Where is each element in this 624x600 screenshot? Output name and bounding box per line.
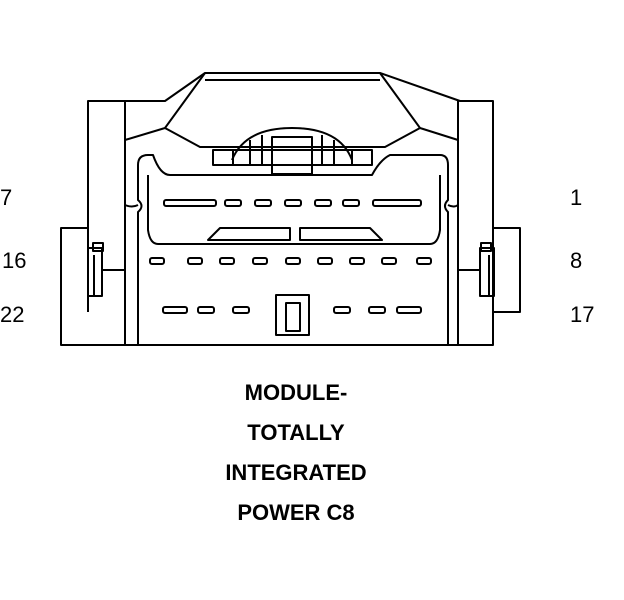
terminal-row2-pin15	[187, 257, 203, 265]
caption-line-3: INTEGRATED	[225, 460, 367, 485]
terminal-row1-pin6	[224, 199, 242, 207]
keying-ramp-left	[207, 227, 291, 241]
terminal-row3-pin21	[197, 306, 215, 314]
terminal-row1-pin3	[314, 199, 332, 207]
terminal-row3-pin19	[333, 306, 351, 314]
pin-label-left-mid: 16	[2, 248, 27, 273]
caption-line-1: MODULE-	[244, 380, 348, 405]
right-clip	[479, 247, 495, 297]
pin-label-right-top: 1	[570, 185, 583, 210]
pin-label-left-top: 7	[0, 185, 13, 210]
terminal-row3-pin18	[368, 306, 386, 314]
terminal-row3-pin22	[162, 306, 188, 314]
keying-ramp-right	[299, 227, 383, 241]
caption-line-4: POWER C8	[237, 500, 355, 525]
center-lock-outer	[275, 294, 310, 336]
face-right-notch	[447, 204, 459, 208]
latch-tab-left	[212, 149, 234, 166]
terminal-row1-pin2	[342, 199, 360, 207]
terminal-row1-pin1	[372, 199, 422, 207]
terminal-row2-pin12	[285, 257, 301, 265]
left-clip-tab	[92, 242, 104, 252]
terminal-row2-pin11	[317, 257, 333, 265]
hood-inner-line	[164, 127, 421, 148]
caption-line-2: TOTALLY	[247, 420, 345, 445]
latch-arch	[231, 127, 353, 161]
right-clip-tab	[480, 242, 492, 252]
left-clip	[87, 247, 103, 297]
terminal-row2-pin8	[416, 257, 432, 265]
pin-label-right-bottom: 17	[570, 302, 595, 327]
latch-tab-right	[351, 149, 373, 166]
face-upper-shoulder	[147, 175, 441, 245]
latch-slot	[271, 136, 313, 175]
terminal-row3-pin20	[232, 306, 250, 314]
terminal-row2-pin14	[219, 257, 235, 265]
terminal-row2-pin9	[381, 257, 397, 265]
center-lock-inner	[285, 302, 301, 332]
pin-label-left-bottom: 22	[0, 302, 25, 327]
terminal-row2-pin13	[252, 257, 268, 265]
face-left-notch	[124, 204, 139, 208]
pin-label-right-mid: 8	[570, 248, 583, 273]
connector-hood	[124, 72, 459, 141]
terminal-row1-pin5	[254, 199, 272, 207]
terminal-row3-pin17	[396, 306, 422, 314]
terminal-row2-pin10	[349, 257, 365, 265]
terminal-row1-pin4	[284, 199, 302, 207]
terminal-row1-pin7	[163, 199, 217, 207]
connector-face	[137, 154, 449, 345]
connector-housing-outline	[60, 72, 521, 346]
terminal-row2-pin16	[149, 257, 165, 265]
